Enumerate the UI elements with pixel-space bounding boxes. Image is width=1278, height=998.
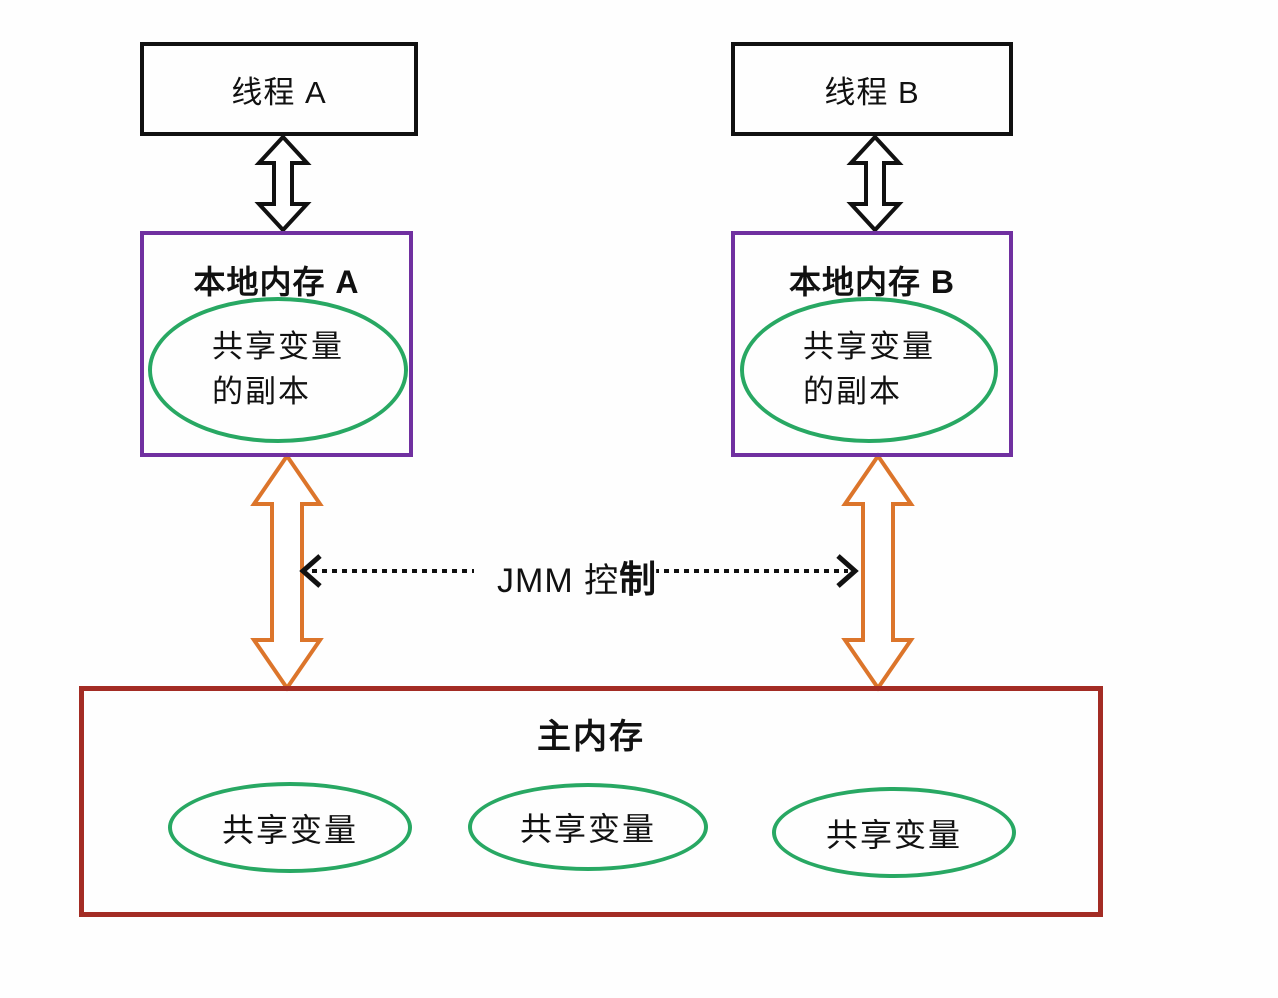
local-memory-a-shared-var-copy-ellipse: 共享变量 的副本 xyxy=(148,297,408,443)
main-memory-shared-var-text-3: 共享变量 xyxy=(825,816,962,853)
local-memory-b-box: 本地内存 B xyxy=(731,231,1013,457)
main-memory-shared-var-ellipse-1: 共享变量 xyxy=(168,782,412,873)
local-memory-a-box: 本地内存 A xyxy=(140,231,413,457)
jmm-control-label-regular: JMM 控 xyxy=(497,562,620,600)
main-memory-title: 主内存 xyxy=(537,718,645,756)
jmm-control-label: JMM 控制 xyxy=(497,549,657,603)
thread-b-local-b-double-arrow xyxy=(846,134,904,233)
thread-a-local-a-double-arrow xyxy=(254,134,312,233)
main-memory-shared-var-text-1: 共享变量 xyxy=(221,811,358,848)
local-a-main-memory-double-arrow xyxy=(250,452,324,692)
thread-a-box: 线程 A xyxy=(140,42,418,136)
local-memory-a-title: 本地内存 A xyxy=(193,264,360,300)
local-memory-b-shared-var-copy-ellipse: 共享变量 的副本 xyxy=(740,297,998,443)
thread-a-label: 线程 A xyxy=(231,74,327,110)
jmm-control-dashed-double-arrow xyxy=(299,554,859,588)
local-memory-b-title: 本地内存 B xyxy=(788,264,955,300)
local-memory-a-shared-var-copy-text: 共享变量 的副本 xyxy=(212,329,344,409)
main-memory-shared-var-ellipse-3: 共享变量 xyxy=(772,787,1016,878)
main-memory-shared-var-ellipse-2: 共享变量 xyxy=(468,783,708,871)
main-memory-shared-var-text-2: 共享变量 xyxy=(519,811,656,847)
thread-b-label: 线程 B xyxy=(824,74,920,110)
jmm-control-label-bold: 制 xyxy=(619,559,658,600)
main-memory-box: 主内存 xyxy=(79,686,1103,917)
thread-b-box: 线程 B xyxy=(731,42,1013,136)
local-memory-b-shared-var-copy-text: 共享变量 的副本 xyxy=(803,329,935,409)
